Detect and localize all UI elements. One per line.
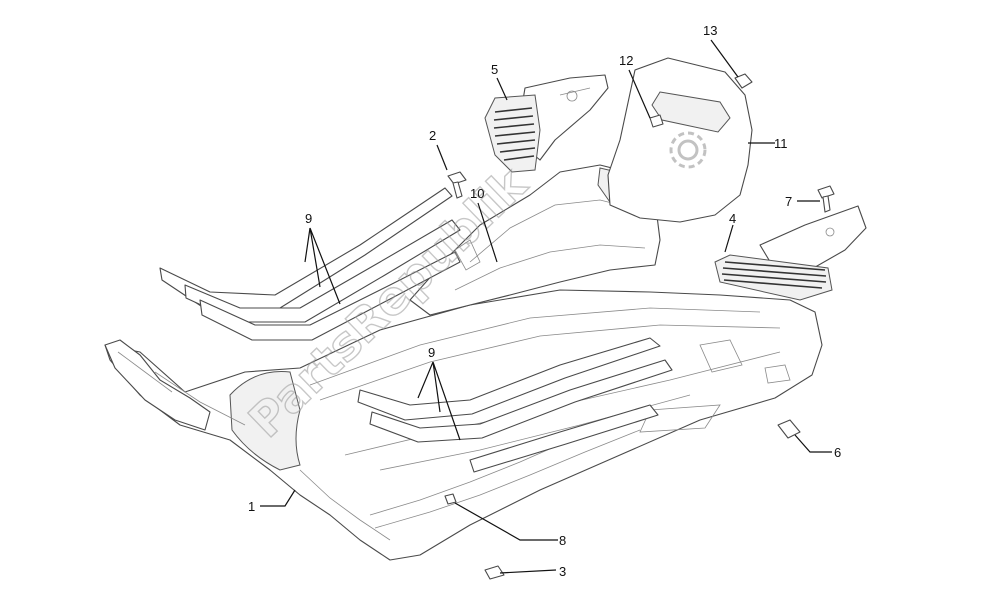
callout-9-lower: 9: [428, 345, 435, 360]
callout-5: 5: [491, 62, 498, 77]
rear-cover-part: [607, 57, 753, 223]
callout-7: 7: [785, 194, 792, 209]
left-footrest-part: [484, 74, 609, 173]
clip-part-3: [484, 565, 505, 580]
callout-11: 11: [774, 136, 788, 151]
screw-part-2: [447, 171, 467, 199]
screw-part-12: [649, 114, 664, 128]
leader-lines: [260, 39, 832, 574]
upper-strips-part: [159, 187, 461, 341]
floor-left-flange: [104, 339, 211, 431]
callout-12: 12: [619, 53, 633, 68]
clip-part-13: [734, 73, 753, 89]
right-footrest-part: [714, 205, 867, 301]
gear-icon: [669, 131, 707, 169]
callout-1: 1: [248, 499, 255, 514]
callout-2: 2: [429, 128, 436, 143]
callout-13: 13: [703, 23, 717, 38]
callout-9-upper: 9: [305, 211, 312, 226]
screw-part-8: [444, 493, 457, 505]
callout-6: 6: [834, 445, 841, 460]
callout-4: 4: [729, 211, 736, 226]
clip-part-6: [777, 419, 801, 439]
lower-strips-part: [357, 337, 673, 473]
callout-3: 3: [559, 564, 566, 579]
callout-8: 8: [559, 533, 566, 548]
callouts: 1 2 3 4 5 6 7 8 9 9 10 11 12 13: [248, 23, 841, 579]
callout-10: 10: [470, 186, 484, 201]
screw-part-7: [817, 185, 835, 213]
